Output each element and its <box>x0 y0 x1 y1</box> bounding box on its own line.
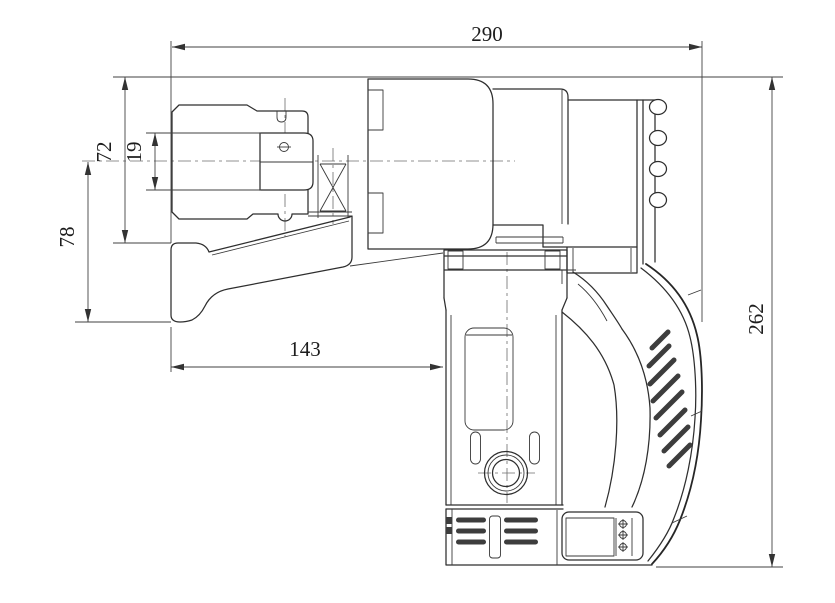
mode-button <box>483 450 529 496</box>
battery-center-slot <box>489 515 501 559</box>
grip-handle <box>561 263 703 565</box>
body-column <box>443 236 568 506</box>
dim-head-height-label: 72 <box>92 142 116 163</box>
dimension-arm-length: 143 <box>171 337 443 371</box>
snap-ring-groove <box>276 111 287 123</box>
dim-overall-length-label: 290 <box>471 22 503 46</box>
dimension-overall-height: 262 <box>744 77 776 567</box>
vent-slot-right <box>529 431 540 465</box>
dimension-square-drive: 19 <box>122 133 159 190</box>
dim-arm-length-label: 143 <box>289 337 321 361</box>
gearbox-boss-bottom <box>367 192 384 234</box>
display-screws <box>618 519 628 552</box>
square-drive <box>259 132 314 191</box>
display-screen <box>565 517 615 557</box>
gearbox-boss-top <box>367 89 384 131</box>
flange-tab-left <box>447 250 464 270</box>
vent-slot-left <box>470 431 481 465</box>
motor-housing <box>542 98 668 274</box>
reaction-arm <box>170 215 444 323</box>
drive-detent-section <box>317 155 349 218</box>
middle-housing <box>492 88 569 248</box>
dim-arm-drop-label: 78 <box>55 227 79 248</box>
rear-vent-bumps <box>648 98 668 209</box>
battery-base <box>445 504 653 566</box>
trigger <box>561 269 623 330</box>
bowtie-mark <box>319 163 347 212</box>
extension-lines <box>75 41 783 568</box>
dimension-arm-drop: 78 <box>55 162 92 322</box>
gearbox-housing <box>367 78 494 250</box>
column-panel <box>464 327 514 431</box>
front-sleeve <box>171 104 352 222</box>
flange-tab-right <box>544 250 561 270</box>
dim-overall-height-label: 262 <box>744 303 768 335</box>
dim-square-drive-label: 19 <box>122 142 146 163</box>
dimension-head-height: 72 <box>92 77 129 243</box>
dimension-overall-length: 290 <box>172 22 702 51</box>
display-panel <box>561 511 644 561</box>
grip-slots <box>646 329 693 469</box>
